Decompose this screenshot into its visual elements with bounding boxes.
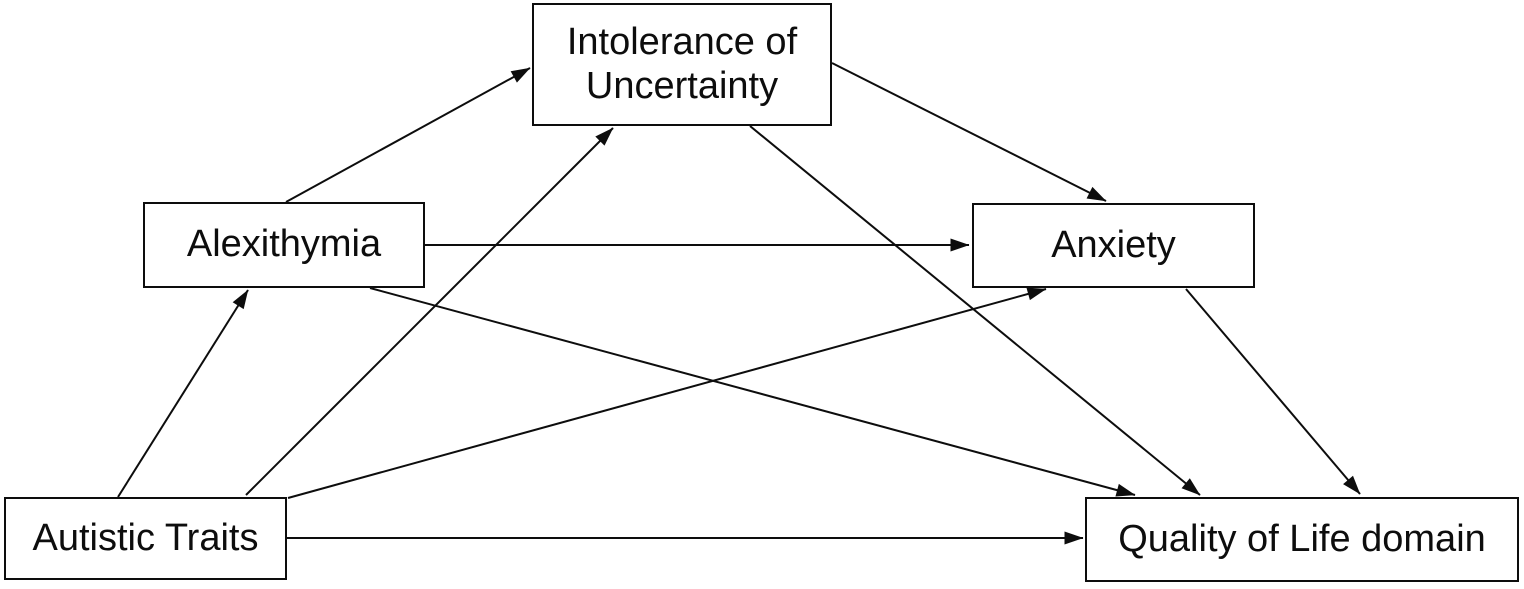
node-intolerance-of-uncertainty: Intolerance of Uncertainty [532, 3, 832, 126]
node-label-anxiety: Anxiety [1051, 223, 1176, 266]
edge-arrow-alexithymia-to-intolerance_of_uncertainty [285, 67, 531, 203]
edge-arrow-autistic_traits-to-alexithymia [117, 289, 249, 498]
node-label-autistic-traits: Autistic Traits [32, 516, 259, 559]
node-label-quality-of-life-domain: Quality of Life domain [1118, 517, 1486, 560]
edge-arrow-intolerance_of_uncertainty-to-anxiety [831, 62, 1107, 202]
node-anxiety: Anxiety [972, 203, 1255, 288]
node-quality-of-life-domain: Quality of Life domain [1085, 497, 1519, 582]
node-label-alexithymia: Alexithymia [186, 223, 382, 266]
edge-arrow-alexithymia-to-quality_of_life [369, 287, 1136, 497]
node-label-intolerance-of-uncertainty: Intolerance of Uncertainty [566, 20, 798, 107]
edge-arrow-autistic_traits-to-anxiety [287, 287, 1047, 499]
node-autistic-traits: Autistic Traits [4, 497, 287, 580]
node-alexithymia: Alexithymia [143, 202, 425, 288]
edge-arrow-anxiety-to-quality_of_life [1185, 288, 1361, 495]
edge-arrow-autistic_traits-to-intolerance_of_uncertainty [245, 127, 614, 496]
edge-arrow-intolerance_of_uncertainty-to-quality_of_life [749, 125, 1201, 496]
